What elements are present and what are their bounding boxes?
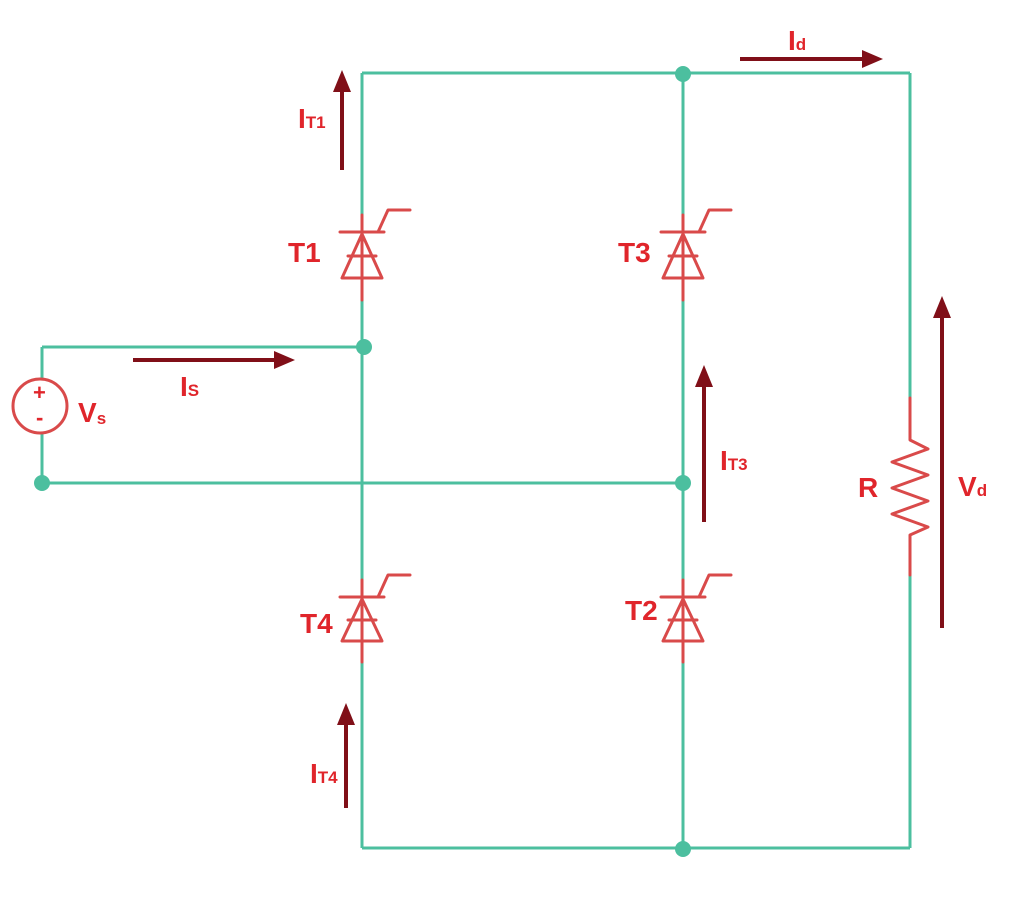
wires bbox=[40, 71, 912, 850]
thyristor-t2 bbox=[659, 573, 733, 664]
voltage-source: + - Vs bbox=[11, 377, 106, 435]
thyristor-t1-label: T1 bbox=[288, 237, 321, 268]
thyristor-t4 bbox=[338, 573, 412, 664]
source-plus-sign: + bbox=[33, 380, 46, 405]
node-bottom bbox=[675, 841, 691, 857]
current-it1-sub: T1 bbox=[306, 113, 326, 132]
current-is-label: IS bbox=[180, 371, 199, 402]
current-it1-main: I bbox=[298, 103, 306, 134]
current-it3-label: IT3 bbox=[720, 445, 748, 476]
arrow-it1 bbox=[333, 70, 351, 170]
source-label-main: V bbox=[78, 397, 97, 428]
arrow-it4 bbox=[337, 703, 355, 808]
nodes bbox=[34, 66, 691, 857]
voltage-vd-label: Vd bbox=[958, 471, 987, 502]
source-label: Vs bbox=[78, 397, 106, 428]
thyristor-t3-label: T3 bbox=[618, 237, 651, 268]
current-it1-label: IT1 bbox=[298, 103, 326, 134]
current-is-main: I bbox=[180, 371, 188, 402]
node-left bbox=[356, 339, 372, 355]
arrow-vd bbox=[933, 296, 951, 628]
node-mid bbox=[675, 475, 691, 491]
resistor: R bbox=[858, 396, 930, 577]
arrow-it3 bbox=[695, 365, 713, 522]
thyristor-t1 bbox=[338, 208, 412, 302]
source-label-sub: s bbox=[97, 409, 106, 428]
thyristor-t2-label: T2 bbox=[625, 595, 658, 626]
current-is-sub: S bbox=[188, 381, 199, 400]
resistor-label: R bbox=[858, 472, 878, 503]
current-id-sub: d bbox=[796, 35, 806, 54]
thyristor-t3 bbox=[659, 208, 733, 302]
current-id-main: I bbox=[788, 25, 796, 56]
source-minus-sign: - bbox=[36, 405, 43, 430]
current-id-label: Id bbox=[788, 25, 806, 56]
node-top bbox=[675, 66, 691, 82]
voltage-vd-sub: d bbox=[977, 481, 987, 500]
resistor-zigzag bbox=[890, 396, 930, 577]
arrow-id bbox=[740, 50, 883, 68]
current-it4-label: IT4 bbox=[310, 758, 338, 789]
current-it4-main: I bbox=[310, 758, 318, 789]
current-it3-main: I bbox=[720, 445, 728, 476]
current-it3-sub: T3 bbox=[728, 455, 748, 474]
voltage-vd-main: V bbox=[958, 471, 977, 502]
node-source-bottom bbox=[34, 475, 50, 491]
thyristor-t4-label: T4 bbox=[300, 608, 333, 639]
current-it4-sub: T4 bbox=[318, 768, 338, 787]
arrow-is bbox=[133, 351, 295, 369]
voltage-source-symbol bbox=[11, 377, 69, 435]
